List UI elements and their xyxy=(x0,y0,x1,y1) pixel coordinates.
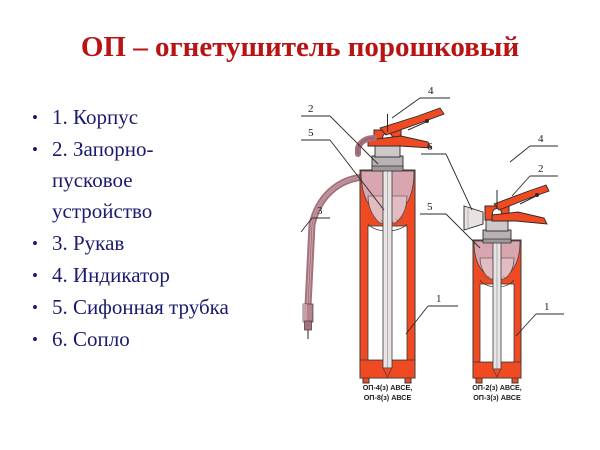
list-item-label-cont: устройство xyxy=(52,199,153,223)
list-item: • 4. Индикатор xyxy=(26,260,306,291)
list-item-label: 1. Корпус xyxy=(52,105,139,129)
bullet-glyph: • xyxy=(32,330,38,349)
callout-number: 2 xyxy=(308,103,314,115)
siphon-tube xyxy=(492,225,502,378)
fire-extinguisher-diagram: 2 5 4 3 1 xyxy=(268,78,600,408)
component-list: • 1. Корпус • 2. Запорно- пусковое устро… xyxy=(26,102,306,356)
callout-number: 1 xyxy=(544,301,550,313)
callout-number: 3 xyxy=(317,205,323,217)
left-unit-caption-line1: ОП-4(з) АВСЕ, xyxy=(363,383,413,392)
callout-number: 1 xyxy=(436,293,442,305)
list-item-label: 2. Запорно- xyxy=(52,137,154,161)
valve-head-assembly xyxy=(355,107,445,172)
page-title: ОП – огнетушитель порошковый xyxy=(80,31,520,63)
callout-group-left: 2 5 4 3 1 xyxy=(300,85,458,335)
bullet-glyph: • xyxy=(32,266,38,285)
right-unit-caption-line2: ОП-3(з) АВСЕ xyxy=(473,393,521,402)
list-item: • 3. Рукав xyxy=(26,228,306,259)
list-item: • 1. Корпус xyxy=(26,102,306,133)
hose-icon xyxy=(302,173,368,339)
right-extinguisher: 6 4 2 5 1 xyxy=(420,133,564,402)
list-item-label: 6. Сопло xyxy=(52,327,130,351)
left-unit-caption-line2: ОП-8(з) АВСЕ xyxy=(364,393,412,402)
list-item: • 5. Сифонная трубка xyxy=(26,292,306,323)
list-item-label-cont: пусковое xyxy=(52,168,133,192)
callout-number: 5 xyxy=(427,201,433,213)
bullet-glyph: • xyxy=(32,140,38,159)
list-item-label: 5. Сифонная трубка xyxy=(52,295,229,319)
nozzle-icon xyxy=(463,205,484,231)
left-extinguisher: 2 5 4 3 1 xyxy=(300,85,458,402)
callout-number: 4 xyxy=(538,133,544,145)
bullet-glyph: • xyxy=(32,298,38,317)
list-item: • 6. Сопло xyxy=(26,324,306,355)
siphon-tube xyxy=(382,149,393,378)
valve-head-assembly xyxy=(482,184,550,244)
callout-number: 2 xyxy=(538,163,544,175)
bullet-glyph: • xyxy=(32,108,38,127)
list-item-label: 3. Рукав xyxy=(52,231,125,255)
callout-number: 6 xyxy=(427,141,433,153)
callout-number: 4 xyxy=(428,85,434,97)
list-item: • 2. Запорно- пусковое устройство xyxy=(26,134,306,227)
callout-group-right: 6 4 2 5 1 xyxy=(420,133,564,337)
bullet-glyph: • xyxy=(32,234,38,253)
callout-number: 5 xyxy=(308,127,314,139)
list-item-label: 4. Индикатор xyxy=(52,263,170,287)
right-unit-caption-line1: ОП-2(з) АВСЕ, xyxy=(472,383,522,392)
